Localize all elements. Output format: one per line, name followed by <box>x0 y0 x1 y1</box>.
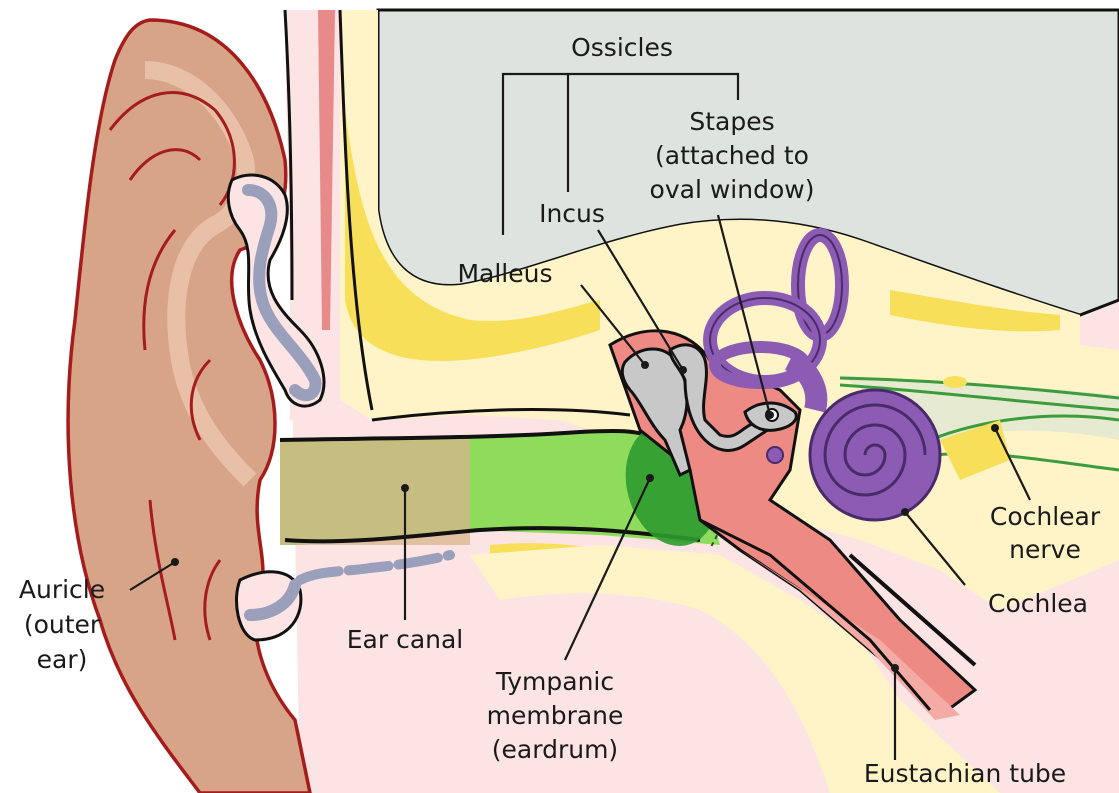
label-stapes-line1: Stapes <box>689 107 774 136</box>
cochlear-nerve-dot <box>991 424 999 432</box>
label-tympanic-line1: Tympanic <box>495 667 614 696</box>
label-auricle-line1: Auricle <box>19 575 105 604</box>
tympanic-dot <box>646 474 654 482</box>
label-cochlear-nerve-line1: Cochlear <box>990 502 1101 531</box>
label-tympanic-line3: (eardrum) <box>492 735 618 764</box>
label-cochlea: Cochlea <box>988 589 1088 618</box>
nerve-node <box>943 376 967 388</box>
ear-canal-gradient <box>280 438 470 545</box>
malleus-dot <box>641 361 649 369</box>
label-auricle-line3: ear) <box>37 645 88 674</box>
label-cochlear-nerve-line2: nerve <box>1009 535 1081 564</box>
cochlea-dot <box>901 508 909 516</box>
ear-canal-dot <box>401 484 409 492</box>
stapes-dot <box>766 411 774 419</box>
label-auricle-line2: (outer <box>24 610 101 639</box>
label-ear-canal: Ear canal <box>347 625 464 654</box>
label-stapes-line3: oval window) <box>650 175 815 204</box>
label-stapes-line2: (attached to <box>655 141 809 170</box>
round-window <box>767 447 783 463</box>
incus-dot <box>679 366 687 374</box>
auricle-dot <box>171 558 179 566</box>
cochlea-body <box>810 390 940 520</box>
label-tympanic-line2: membrane <box>487 701 624 730</box>
label-incus: Incus <box>539 199 605 228</box>
label-malleus: Malleus <box>457 259 552 288</box>
label-eustachian-tube: Eustachian tube <box>864 759 1066 788</box>
label-ossicles: Ossicles <box>571 33 673 62</box>
eustachian-dot <box>891 664 899 672</box>
